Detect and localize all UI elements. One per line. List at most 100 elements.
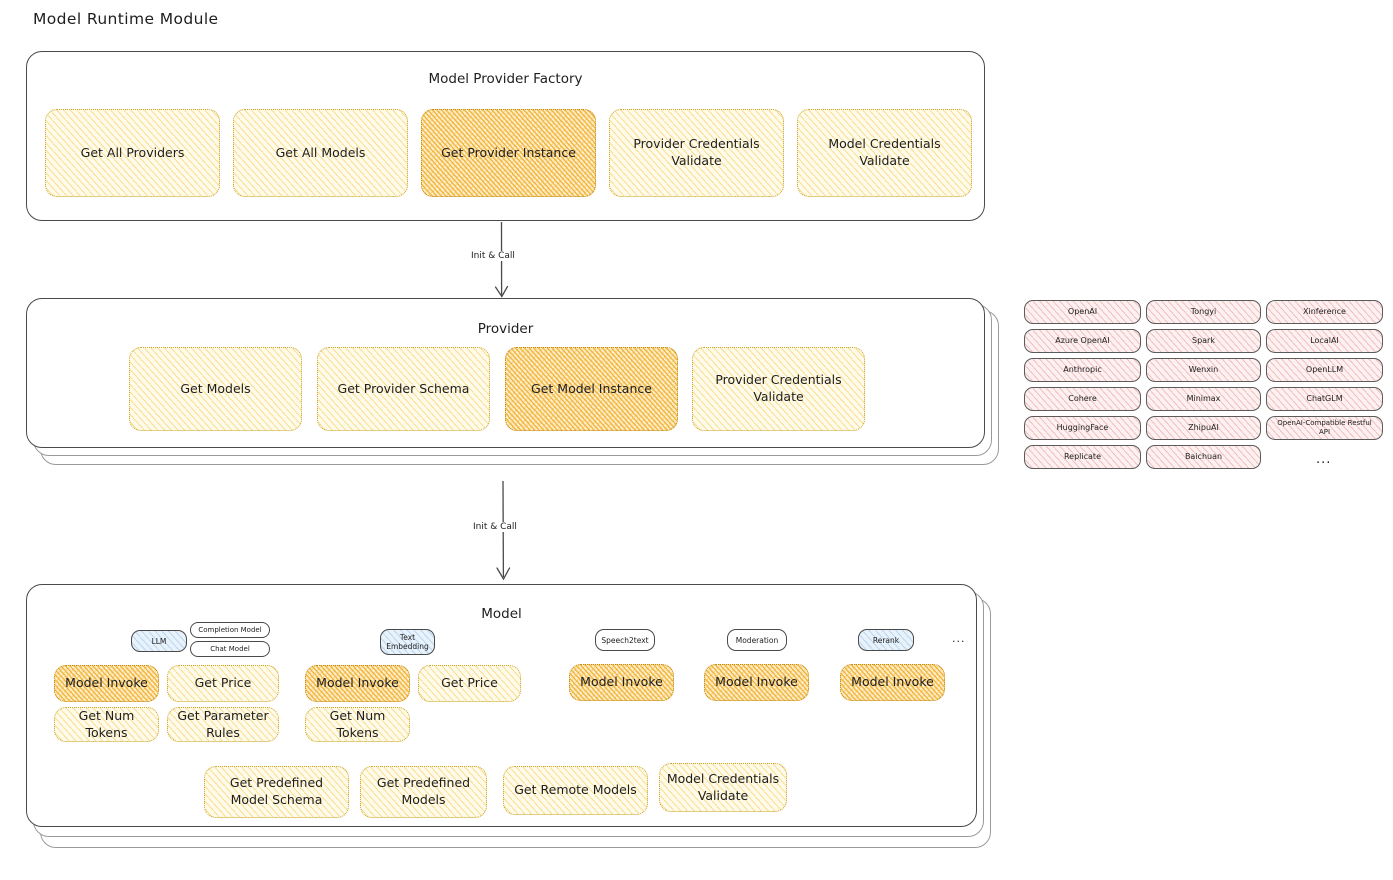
chip-label: Speech2text: [601, 635, 649, 645]
provider-title: Provider: [477, 321, 534, 337]
provider-list-ellipsis: ...: [1316, 452, 1332, 467]
chip-label: LocalAI: [1310, 335, 1339, 345]
model-types-ellipsis: ...: [952, 632, 966, 645]
chip-label: OpenAI-Compatible Restful API: [1277, 418, 1372, 436]
model-type-chip-speech2text[interactable]: Speech2text: [595, 629, 655, 651]
chip-label: Xinference: [1303, 306, 1346, 316]
page-title: Model Runtime Module: [33, 10, 219, 28]
provider-node-get-models[interactable]: Get Models: [129, 347, 302, 431]
chip-label: Text Embedding: [386, 633, 429, 651]
arrow-factory-to-provider: Init & Call: [468, 221, 550, 301]
node-label: Get Parameter Rules: [177, 707, 269, 740]
node-label: Model Invoke: [580, 674, 663, 690]
provider-chip-anthropic[interactable]: Anthropic: [1024, 358, 1141, 382]
model-op-get-remote-models[interactable]: Get Remote Models: [503, 766, 648, 815]
arrow-provider-to-model: Init & Call: [470, 480, 550, 585]
model-op-llm-model-invoke[interactable]: Model Invoke: [54, 665, 159, 702]
node-label: Get Price: [194, 675, 252, 691]
model-provider-factory-panel: Model Provider Factory Get All Providers…: [26, 51, 985, 221]
chip-label: Baichuan: [1184, 451, 1223, 461]
chip-label: ZhipuAI: [1188, 422, 1219, 432]
model-op-embedding-model-invoke[interactable]: Model Invoke: [305, 665, 410, 702]
chip-label: Spark: [1192, 335, 1215, 345]
node-label: Model Invoke: [65, 675, 148, 691]
node-label: Get Model Instance: [531, 380, 652, 396]
provider-chip-chatglm[interactable]: ChatGLM: [1266, 387, 1383, 411]
node-label: Get Predefined Models: [376, 775, 471, 807]
model-op-embedding-get-num-tokens[interactable]: Get Num Tokens: [305, 707, 410, 742]
node-label: Get All Providers: [80, 144, 185, 160]
provider-node-provider-credentials-validate[interactable]: Provider Credentials Validate: [692, 347, 865, 431]
factory-node-model-credentials-validate[interactable]: Model Credentials Validate: [797, 109, 972, 197]
node-label: Model Invoke: [316, 675, 399, 691]
provider-chip-cohere[interactable]: Cohere: [1024, 387, 1141, 411]
chip-label: OpenLLM: [1305, 364, 1344, 374]
node-label: Model Credentials Validate: [828, 136, 941, 168]
chip-label: Moderation: [735, 635, 779, 645]
factory-node-provider-credentials-validate[interactable]: Provider Credentials Validate: [609, 109, 784, 197]
model-type-chip-moderation[interactable]: Moderation: [727, 629, 787, 651]
arrow-label-init-and-call: Init & Call: [468, 251, 518, 261]
factory-node-get-all-models[interactable]: Get All Models: [233, 109, 408, 197]
provider-panel: Provider Get Models Get Provider Schema …: [26, 298, 985, 448]
chip-label: Rerank: [872, 635, 900, 645]
provider-chip-azure-openai[interactable]: Azure OpenAI: [1024, 329, 1141, 353]
provider-chip-wenxin[interactable]: Wenxin: [1146, 358, 1261, 382]
node-label: Get All Models: [275, 144, 366, 160]
arrow-down-icon: [494, 221, 509, 298]
chip-label: OpenAI: [1067, 306, 1098, 316]
chip-label: Anthropic: [1063, 364, 1102, 374]
model-op-embedding-get-price[interactable]: Get Price: [418, 665, 521, 702]
provider-chip-xinference[interactable]: Xinference: [1266, 300, 1383, 324]
provider-chip-replicate[interactable]: Replicate: [1024, 445, 1141, 469]
factory-node-get-provider-instance[interactable]: Get Provider Instance: [421, 109, 596, 197]
factory-node-get-all-providers[interactable]: Get All Providers: [45, 109, 220, 197]
provider-chip-huggingface[interactable]: HuggingFace: [1024, 416, 1141, 440]
node-label: Provider Credentials Validate: [715, 372, 842, 404]
node-label: Model Invoke: [851, 674, 934, 690]
provider-chip-openllm[interactable]: OpenLLM: [1266, 358, 1383, 382]
provider-chip-localai[interactable]: LocalAI: [1266, 329, 1383, 353]
node-label: Get Num Tokens: [329, 707, 386, 740]
provider-chip-tongyi[interactable]: Tongyi: [1146, 300, 1261, 324]
node-label: Model Invoke: [715, 674, 798, 690]
provider-node-get-provider-schema[interactable]: Get Provider Schema: [317, 347, 490, 431]
node-label: Get Provider Instance: [441, 144, 576, 160]
provider-node-get-model-instance[interactable]: Get Model Instance: [505, 347, 678, 431]
arrow-down-icon: [496, 480, 511, 581]
model-op-get-predefined-model-schema[interactable]: Get Predefined Model Schema: [204, 766, 349, 818]
arrow-label-init-and-call: Init & Call: [470, 522, 520, 532]
model-provider-factory-title: Model Provider Factory: [428, 71, 583, 87]
chip-label: Minimax: [1186, 393, 1221, 403]
model-type-chip-rerank[interactable]: Rerank: [858, 629, 914, 651]
model-op-speech2text-model-invoke[interactable]: Model Invoke: [569, 664, 674, 701]
chip-label: Chat Model: [210, 644, 250, 653]
chip-label: Azure OpenAI: [1055, 335, 1110, 345]
chip-label: HuggingFace: [1056, 422, 1109, 432]
model-subtype-chip-completion-model[interactable]: Completion Model: [190, 622, 270, 638]
provider-chip-zhipuai[interactable]: ZhipuAI: [1146, 416, 1261, 440]
model-op-llm-get-num-tokens[interactable]: Get Num Tokens: [54, 707, 159, 742]
model-op-model-credentials-validate[interactable]: Model Credentials Validate: [659, 763, 787, 812]
node-label: Model Credentials Validate: [666, 770, 780, 803]
node-label: Get Remote Models: [514, 782, 637, 798]
model-op-moderation-model-invoke[interactable]: Model Invoke: [704, 664, 809, 701]
chip-label: Replicate: [1063, 451, 1101, 461]
model-op-llm-get-price[interactable]: Get Price: [167, 665, 279, 702]
provider-chip-baichuan[interactable]: Baichuan: [1146, 445, 1261, 469]
node-label: Get Models: [180, 380, 251, 396]
model-op-llm-get-parameter-rules[interactable]: Get Parameter Rules: [167, 707, 279, 742]
provider-chip-openai-compatible-restful-api[interactable]: OpenAI-Compatible Restful API: [1266, 416, 1383, 440]
provider-chip-spark[interactable]: Spark: [1146, 329, 1261, 353]
model-op-get-predefined-models[interactable]: Get Predefined Models: [360, 766, 487, 818]
model-op-rerank-model-invoke[interactable]: Model Invoke: [840, 664, 945, 701]
chip-label: ChatGLM: [1306, 393, 1343, 403]
chip-label: LLM: [151, 636, 167, 646]
provider-chip-minimax[interactable]: Minimax: [1146, 387, 1261, 411]
model-type-chip-llm[interactable]: LLM: [131, 630, 187, 652]
model-subtype-chip-chat-model[interactable]: Chat Model: [190, 641, 270, 657]
model-type-chip-text-embedding[interactable]: Text Embedding: [380, 629, 435, 655]
chip-label: Cohere: [1068, 393, 1097, 403]
provider-chip-openai[interactable]: OpenAI: [1024, 300, 1141, 324]
chip-label: Wenxin: [1188, 364, 1219, 374]
